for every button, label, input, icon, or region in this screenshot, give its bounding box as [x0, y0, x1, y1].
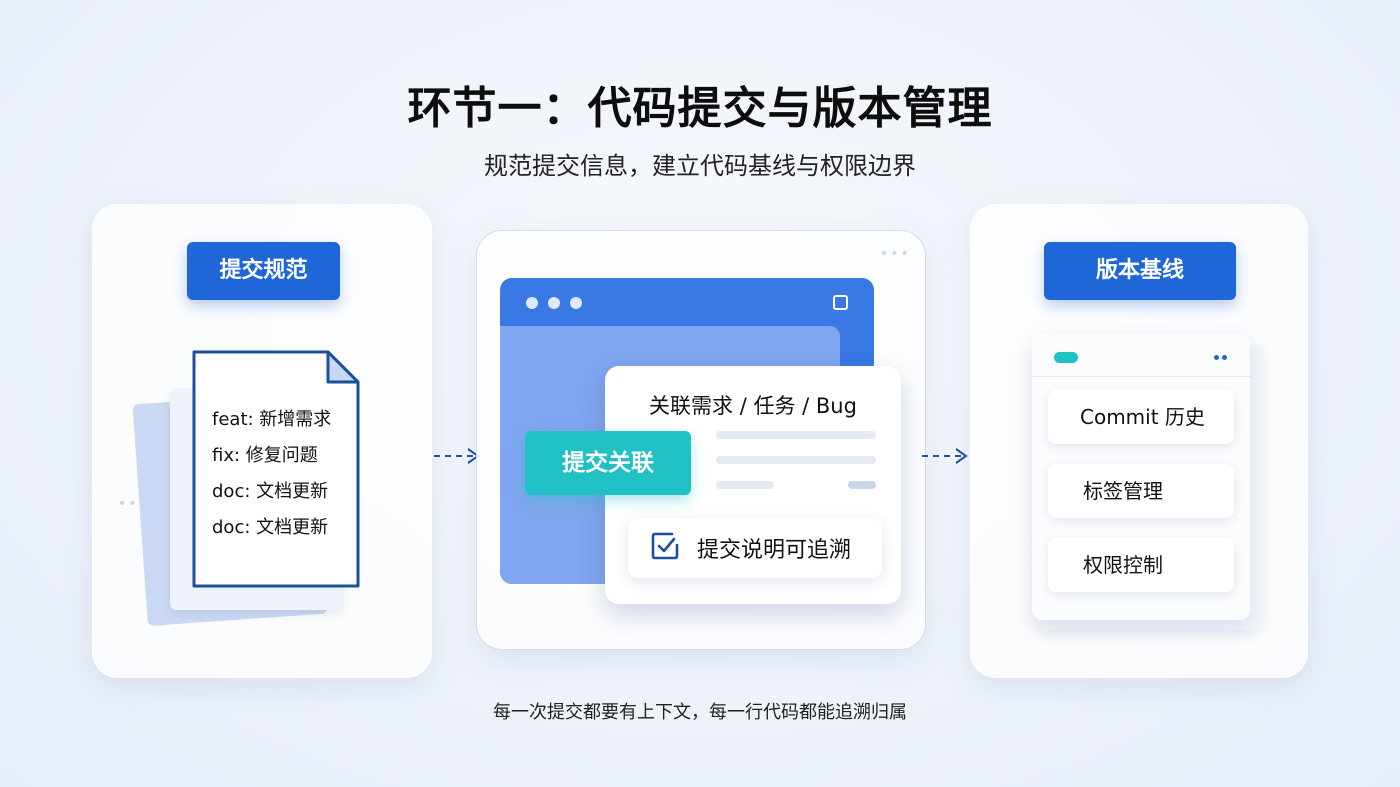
- list-item-permission-control[interactable]: 权限控制: [1048, 538, 1234, 592]
- footer-caption: 每一次提交都要有上下文，每一行代码都能追溯归属: [493, 702, 907, 723]
- page-title: 环节一：代码提交与版本管理: [407, 83, 993, 134]
- doc-line: feat: 新增需求: [212, 409, 332, 430]
- document-icon: [192, 350, 360, 588]
- commit-link-tag[interactable]: 提交关联: [525, 431, 691, 495]
- window-dot-icon: [526, 297, 538, 309]
- status-pill-icon: [1054, 352, 1078, 363]
- doc-line: doc: 文档更新: [212, 517, 329, 538]
- version-baseline-button[interactable]: 版本基线: [1044, 242, 1236, 300]
- dots-decoration-icon: •••: [880, 246, 911, 262]
- menu-dot-icon: [1222, 355, 1227, 360]
- traceable-label: 提交说明可追溯: [697, 538, 852, 563]
- placeholder-line: [716, 481, 774, 489]
- doc-line: doc: 文档更新: [212, 481, 329, 502]
- page-subtitle: 规范提交信息，建立代码基线与权限边界: [484, 152, 916, 180]
- list-item-commit-history[interactable]: Commit 历史: [1048, 390, 1234, 444]
- menu-dot-icon: [1214, 355, 1219, 360]
- placeholder-line: [716, 456, 876, 464]
- checkbox-checked-icon[interactable]: [650, 531, 680, 561]
- link-card-title: 关联需求 / 任务 / Bug: [649, 394, 857, 418]
- list-item-tag-management[interactable]: 标签管理: [1048, 464, 1234, 518]
- placeholder-line: [716, 431, 876, 439]
- commit-message-document: feat: 新增需求 fix: 修复问题 doc: 文档更新 doc: 文档更新: [188, 350, 360, 590]
- window-dot-icon: [548, 297, 560, 309]
- window-maximize-icon: [833, 295, 848, 310]
- commit-standard-button[interactable]: 提交规范: [187, 242, 340, 300]
- traceable-checklist-item: [628, 518, 882, 578]
- doc-line: fix: 修复问题: [212, 445, 318, 466]
- placeholder-line: [848, 481, 876, 489]
- window-dot-icon: [570, 297, 582, 309]
- arrow-right-icon: [434, 448, 480, 464]
- arrow-right-icon: [922, 448, 968, 464]
- divider: [1032, 376, 1250, 377]
